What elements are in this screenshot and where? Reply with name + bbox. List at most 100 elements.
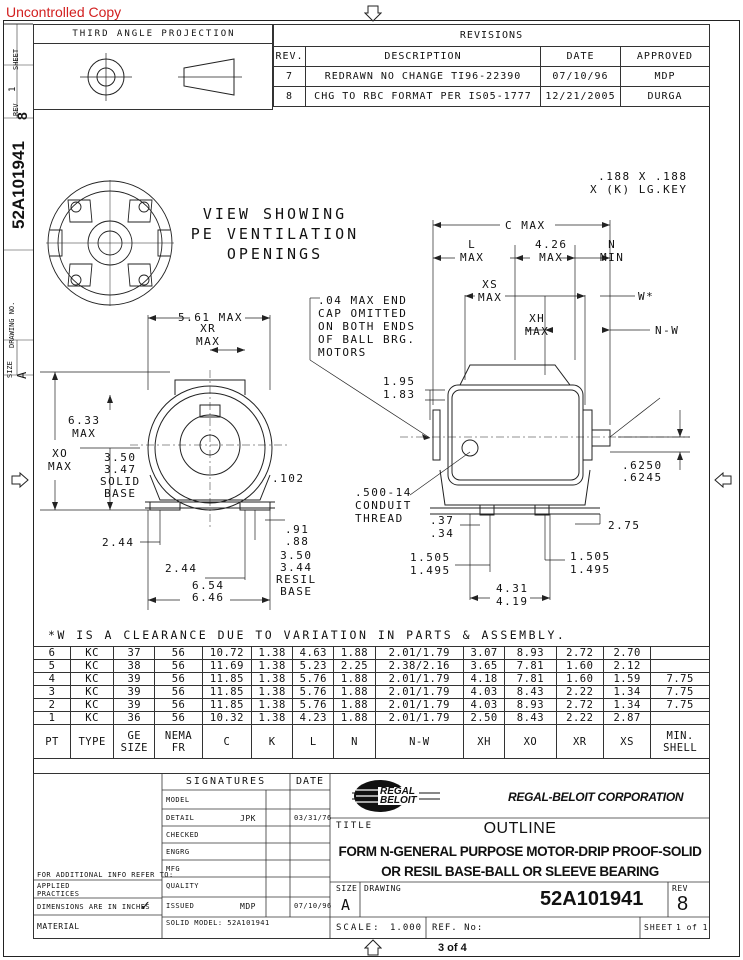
uncontrolled-copy-watermark: Uncontrolled Copy bbox=[6, 4, 122, 20]
dim-1-505-a: 1.505 1.495 bbox=[410, 551, 451, 577]
tb-rev-value: 8 bbox=[677, 893, 689, 915]
signature-role-label: ENGRG bbox=[166, 848, 190, 856]
dim-xr: XR MAX bbox=[196, 322, 221, 348]
table-cell: 8.43 bbox=[504, 685, 557, 699]
dim-w: W* bbox=[638, 290, 655, 303]
table-header-cell: MIN. SHELL bbox=[650, 724, 710, 759]
dim-5-61: 5.61 MAX bbox=[178, 311, 243, 324]
table-cell: 37 bbox=[113, 646, 156, 660]
dim-3-50-resil: 3.50 3.44 RESIL BASE bbox=[276, 549, 317, 598]
rev-cell: CHG TO RBC FORMAT PER IS05-1777 bbox=[305, 86, 541, 107]
dim-xh: XH MAX bbox=[525, 312, 550, 338]
dim-xs: XS MAX bbox=[478, 278, 503, 304]
dim-102: .102 bbox=[272, 472, 305, 485]
table-header-cell: N-W bbox=[374, 724, 465, 759]
signature-date: 07/10/96 bbox=[294, 902, 332, 910]
signature-role-label: MODEL bbox=[166, 796, 190, 804]
table-cell: 2.38/2.16 bbox=[374, 659, 465, 673]
third-angle-projection-symbol bbox=[80, 53, 242, 101]
table-cell: 1.59 bbox=[602, 672, 652, 686]
scale-label: SCALE: bbox=[336, 923, 381, 933]
dim-n-w: N-W bbox=[655, 324, 680, 337]
dim-1-505-b: 1.505 1.495 bbox=[570, 550, 611, 576]
table-cell: 1.60 bbox=[555, 672, 604, 686]
signature-date: 03/31/76 bbox=[294, 814, 332, 822]
table-cell: 1.88 bbox=[333, 646, 376, 660]
key-note: .188 X .188 X (K) LG.KEY bbox=[590, 170, 688, 196]
table-cell: 1.34 bbox=[602, 698, 652, 712]
dim-4-26: 4.26 MAX bbox=[535, 238, 568, 264]
dim-6-33: 6.33 MAX bbox=[68, 414, 101, 440]
date-header: DATE bbox=[295, 776, 325, 787]
table-cell: 11.85 bbox=[201, 685, 253, 699]
dim-l: L MAX bbox=[460, 238, 485, 264]
signature-role-label: CHECKED bbox=[166, 831, 200, 839]
drawing-subtitle-1: FORM N-GENERAL PURPOSE MOTOR-DRIP PROOF-… bbox=[338, 844, 702, 859]
signature-initials: JPK bbox=[240, 814, 256, 823]
dim-c-max: C MAX bbox=[505, 219, 546, 232]
table-header-cell: XH bbox=[463, 724, 506, 759]
ventilation-end-view bbox=[46, 180, 174, 306]
table-cell: 2.12 bbox=[602, 659, 652, 673]
dim-2-44-b: 2.44 bbox=[165, 562, 198, 575]
scale-value: 1.000 bbox=[390, 923, 423, 933]
signature-role-label: MFG bbox=[166, 865, 181, 873]
dim-37: .37 .34 bbox=[430, 514, 455, 540]
signature-role-label: ISSUED bbox=[166, 902, 195, 910]
table-cell: 38 bbox=[113, 659, 156, 673]
table-cell: 2.72 bbox=[555, 646, 604, 660]
dim-6-54: 6.54 6.46 bbox=[192, 579, 225, 604]
dim-xo: XO MAX bbox=[48, 447, 73, 473]
front-view bbox=[130, 370, 290, 530]
signature-role-label: DETAIL bbox=[166, 814, 195, 822]
table-cell: KC bbox=[70, 685, 115, 699]
signature-role-label: QUALITY bbox=[166, 882, 200, 890]
table-cell: 10.72 bbox=[201, 646, 253, 660]
title-label: TITLE bbox=[336, 821, 374, 831]
rev-cell: DURGA bbox=[620, 86, 710, 107]
signature-initials: MDP bbox=[240, 902, 256, 911]
drawing-subtitle-2: OR RESIL BASE-BALL OR SLEEVE BEARING bbox=[381, 864, 659, 879]
clearance-note: *W IS A CLEARANCE DUE TO VARIATION IN PA… bbox=[48, 628, 567, 642]
rev-cell: 12/21/2005 bbox=[540, 86, 621, 107]
drawing-sheet bbox=[3, 20, 740, 957]
check-icon: ✓ bbox=[140, 898, 151, 913]
dim-3-50-solid: 3.50 3.47 SOLID BASE bbox=[100, 451, 141, 500]
table-cell: 39 bbox=[113, 672, 156, 686]
conduit-note: .500-14 CONDUIT THREAD bbox=[355, 486, 412, 525]
table-cell: 1.38 bbox=[251, 672, 294, 686]
projection-box: THIRD ANGLE PROJECTION bbox=[33, 24, 274, 110]
table-cell: 2.01/1.79 bbox=[374, 698, 465, 712]
tb-size-value: A bbox=[341, 896, 351, 914]
dim-2-75: 2.75 bbox=[608, 519, 641, 532]
dim-2-44-a: 2.44 bbox=[102, 536, 135, 549]
info-refer-label: FOR ADDITIONAL INFO REFER TO: bbox=[37, 871, 174, 879]
table-cell: 1.38 bbox=[251, 646, 294, 660]
table-cell: 2.25 bbox=[333, 659, 376, 673]
table-cell: 2.22 bbox=[555, 685, 604, 699]
applied-practices-label: APPLIED PRACTICES bbox=[37, 882, 80, 898]
tb-drawing-label: DRAWING bbox=[364, 884, 402, 893]
dim-6250: .6250 .6245 bbox=[622, 459, 663, 484]
table-cell: 2.72 bbox=[555, 698, 604, 712]
company-name: REGAL-BELOIT CORPORATION bbox=[508, 790, 684, 804]
table-cell: 5.76 bbox=[292, 685, 335, 699]
material-label: MATERIAL bbox=[37, 922, 80, 931]
table-cell: KC bbox=[70, 672, 115, 686]
dim-4-31: 4.31 4.19 bbox=[496, 582, 529, 608]
dim-1-95: 1.95 1.83 bbox=[383, 375, 416, 401]
tb-drawing-number: 52A101941 bbox=[540, 888, 644, 910]
drawing-title: OUTLINE bbox=[483, 820, 557, 837]
dim-n: N MIN bbox=[600, 238, 625, 264]
logo-text: REGAL BELOIT bbox=[378, 786, 419, 806]
tb-rev-label: REV bbox=[672, 884, 688, 893]
